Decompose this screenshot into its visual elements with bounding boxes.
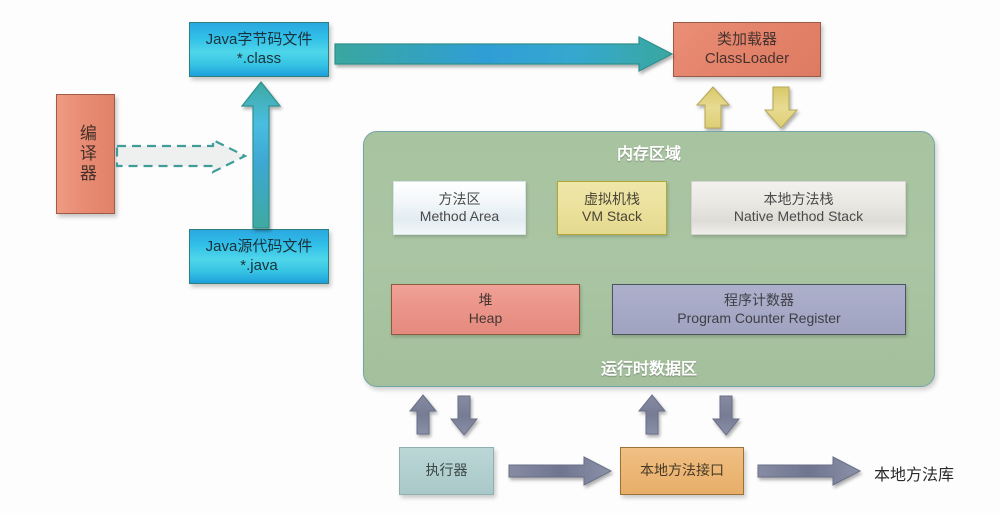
node-bytecode-file-line1: Java字节码文件 bbox=[205, 31, 313, 49]
node-heap-line2: Heap bbox=[468, 309, 503, 326]
arrow-memory-to-native-method-interface bbox=[711, 395, 741, 436]
arrow-bytecode-to-classloader bbox=[334, 36, 674, 72]
node-bytecode-file[interactable]: Java字节码文件 *.class bbox=[189, 22, 329, 77]
node-pcr-line1: 程序计数器 bbox=[724, 292, 794, 309]
node-bytecode-file-line2: *.class bbox=[236, 49, 282, 67]
arrow-native-method-interface-to-memory bbox=[637, 394, 667, 435]
arrow-memory-to-executor bbox=[449, 395, 479, 436]
node-class-loader-line1: 类加载器 bbox=[716, 31, 777, 49]
node-native-method-interface[interactable]: 本地方法接口 bbox=[620, 447, 744, 495]
node-vm-stack[interactable]: 虚拟机栈 VM Stack bbox=[557, 181, 667, 235]
node-native-method-stack[interactable]: 本地方法栈 Native Method Stack bbox=[691, 181, 906, 235]
node-native-method-library-label: 本地方法库 bbox=[874, 467, 955, 484]
node-heap-line1: 堆 bbox=[478, 292, 493, 309]
node-compiler[interactable]: 编译器 bbox=[56, 94, 115, 214]
node-method-area-line2: Method Area bbox=[419, 208, 500, 224]
node-executor[interactable]: 执行器 bbox=[399, 447, 494, 495]
node-source-file-line2: *.java bbox=[240, 256, 278, 274]
node-vm-stack-line1: 虚拟机栈 bbox=[584, 190, 640, 207]
node-compiler-label: 编译器 bbox=[76, 124, 96, 184]
node-executor-label: 执行器 bbox=[425, 462, 468, 479]
node-vm-stack-line2: VM Stack bbox=[582, 208, 642, 224]
node-native-method-interface-label: 本地方法接口 bbox=[640, 462, 724, 479]
node-native-method-stack-line2: Native Method Stack bbox=[733, 208, 864, 224]
runtime-data-area-footer: 运行时数据区 bbox=[600, 361, 697, 378]
node-method-area[interactable]: 方法区 Method Area bbox=[393, 181, 526, 235]
arrow-memory-to-classloader bbox=[695, 86, 731, 129]
arrow-classloader-to-memory bbox=[763, 86, 799, 129]
node-method-area-line1: 方法区 bbox=[438, 190, 481, 207]
arrow-executor-to-native-method-interface bbox=[508, 456, 613, 486]
arrow-native-method-interface-to-library bbox=[757, 456, 862, 486]
node-source-file-line1: Java源代码文件 bbox=[205, 238, 313, 256]
arrow-source-to-bytecode bbox=[240, 81, 282, 229]
node-native-method-stack-line1: 本地方法栈 bbox=[763, 190, 834, 207]
node-pcr-line2: Program Counter Register bbox=[677, 309, 841, 326]
arrow-executor-to-memory bbox=[408, 394, 438, 435]
container-memory-area bbox=[363, 131, 935, 387]
node-program-counter-register[interactable]: 程序计数器 Program Counter Register bbox=[612, 284, 906, 335]
node-source-file[interactable]: Java源代码文件 *.java bbox=[189, 229, 329, 284]
node-heap[interactable]: 堆 Heap bbox=[391, 284, 580, 335]
node-class-loader-line2: ClassLoader bbox=[704, 49, 790, 67]
node-class-loader[interactable]: 类加载器 ClassLoader bbox=[673, 22, 821, 77]
memory-area-title: 内存区域 bbox=[616, 146, 681, 163]
arrow-compiler-to-source-dashed bbox=[115, 138, 248, 174]
